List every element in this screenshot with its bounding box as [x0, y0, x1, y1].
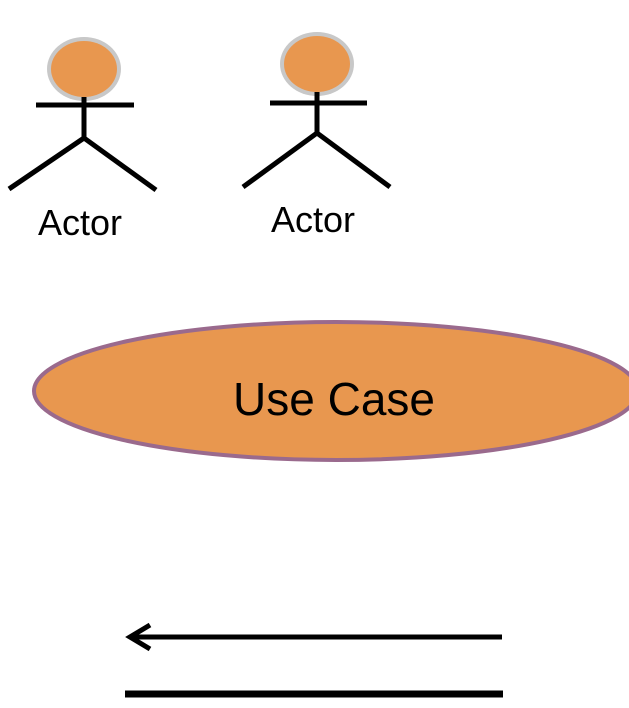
use-case[interactable]: Use Case	[32, 320, 629, 462]
actor-1-label: Actor	[38, 202, 122, 243]
actor-2[interactable]: Actor	[241, 32, 392, 240]
actor-2-head	[280, 32, 354, 96]
actor-1[interactable]: Actor	[7, 37, 158, 243]
directed-association-arrow[interactable]	[125, 622, 502, 652]
actor-2-body	[241, 92, 392, 190]
actor-1-head	[47, 37, 121, 101]
use-case-ellipse	[32, 320, 629, 462]
arrowhead-icon	[125, 622, 152, 652]
actor-1-body	[7, 97, 158, 193]
use-case-label: Use Case	[233, 373, 435, 425]
actor-2-label: Actor	[271, 199, 355, 240]
